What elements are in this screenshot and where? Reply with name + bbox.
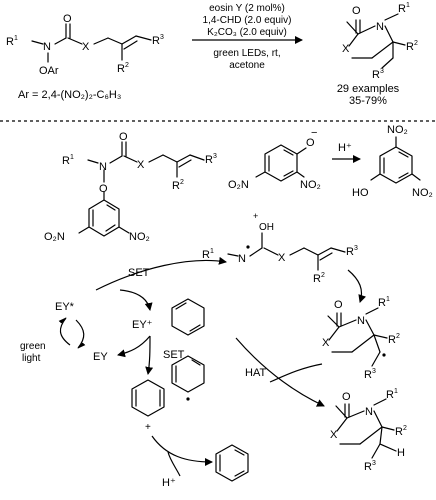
- svg-text:X: X: [137, 159, 145, 171]
- radical-cation-structure: + OH R1 N X R2 R3: [202, 211, 358, 285]
- hat-arrow: [235, 337, 325, 407]
- svg-text:N: N: [365, 406, 373, 418]
- svg-text:N: N: [99, 161, 107, 173]
- set-oxidation-arrow: [95, 256, 227, 311]
- benzene-structure: [215, 444, 249, 482]
- svg-text:HO: HO: [352, 187, 369, 199]
- reaction-conditions: eosin Y (2 mol%) 1,4-CHD (2.0 equiv) K₂C…: [203, 3, 292, 71]
- scope-count: 29 examples: [337, 83, 400, 95]
- photoexcitation-arrows: [58, 317, 86, 349]
- cyclohexadiene-structure: [171, 298, 205, 336]
- radical-dot: [246, 245, 250, 249]
- svg-text:1,4-CHD (2.0 equiv): 1,4-CHD (2.0 equiv): [203, 15, 292, 26]
- svg-text:NO₂: NO₂: [412, 187, 433, 199]
- cyclized-radical-structure: O N R1 X R2 R3: [322, 296, 400, 381]
- svg-text:eosin Y (2 mol%): eosin Y (2 mol%): [209, 3, 285, 14]
- reactant-structure: R1 N O OAr X R2 R3: [6, 13, 164, 77]
- svg-text:O₂N: O₂N: [228, 179, 249, 191]
- svg-text:+: +: [253, 211, 258, 221]
- svg-text:R1: R1: [6, 35, 18, 48]
- svg-text:N: N: [357, 315, 365, 327]
- svg-text:N: N: [376, 21, 384, 33]
- svg-text:X: X: [322, 337, 330, 349]
- svg-text:NO₂: NO₂: [387, 124, 408, 136]
- svg-text:green LEDs, rt,: green LEDs, rt,: [213, 48, 280, 59]
- phenoxide-structure: O − O₂N NO₂: [228, 127, 321, 191]
- svg-text:R1: R1: [62, 154, 74, 167]
- svg-text:R2: R2: [395, 425, 407, 438]
- svg-text:R3: R3: [364, 460, 376, 473]
- reactant-o: O: [63, 13, 72, 25]
- svg-text:R1: R1: [378, 296, 390, 309]
- svg-text:N: N: [238, 253, 246, 265]
- svg-text:X: X: [342, 43, 350, 55]
- svg-text:O: O: [334, 299, 343, 311]
- svg-text:R3: R3: [364, 368, 376, 381]
- hat-label: HAT: [245, 367, 266, 379]
- ar-definition: Ar = 2,4-(NO₂)₂-C₆H₃: [18, 89, 121, 101]
- proton-release-tail: [167, 451, 181, 477]
- ey-excited: EY*: [55, 301, 75, 313]
- svg-text:R3: R3: [372, 68, 384, 81]
- svg-text:acetone: acetone: [229, 60, 265, 71]
- green-light-label-1: green: [20, 341, 46, 352]
- set-upper-label: SET: [128, 267, 150, 279]
- svg-text:R1: R1: [398, 2, 410, 15]
- svg-text:R2: R2: [117, 62, 129, 75]
- svg-text:R1: R1: [202, 248, 214, 261]
- svg-text:R2: R2: [313, 272, 325, 285]
- final-product-structure: O N R1 X R2 H R3: [330, 388, 407, 473]
- substrate-structure: R1 N O O X R2 R3 O₂N NO₂: [44, 131, 217, 243]
- set-reduction-arrow: [117, 335, 154, 375]
- svg-text:+: +: [145, 422, 151, 433]
- reactant-x: X: [82, 41, 90, 53]
- cyclohexadienyl-cation: +: [131, 379, 165, 433]
- product-structure: O N R1 X R2 R3: [342, 2, 418, 81]
- green-light-label-2: light: [22, 353, 41, 364]
- reactant-n: N: [43, 41, 51, 53]
- deprotonation-arrow: [151, 435, 213, 466]
- svg-text:R2: R2: [172, 179, 184, 192]
- cyclohexadienyl-radical: [171, 355, 205, 401]
- svg-text:O: O: [352, 5, 361, 17]
- svg-text:NO₂: NO₂: [300, 179, 321, 191]
- proton-lower-label: H⁺: [162, 477, 176, 489]
- svg-text:R3: R3: [346, 245, 358, 258]
- svg-text:O: O: [306, 137, 315, 149]
- svg-text:R3: R3: [152, 34, 164, 47]
- svg-text:NO₂: NO₂: [129, 231, 150, 243]
- svg-text:R2: R2: [406, 40, 418, 53]
- svg-text:H: H: [397, 447, 405, 459]
- svg-text:O: O: [99, 183, 108, 195]
- ey-ground: EY: [93, 351, 108, 363]
- svg-text:R1: R1: [386, 388, 398, 401]
- yield-range: 35-79%: [349, 95, 387, 107]
- svg-text:X: X: [330, 429, 338, 441]
- cyclization-arrow: [347, 269, 367, 303]
- proton-label: H⁺: [338, 142, 352, 154]
- svg-text:R2: R2: [388, 333, 400, 346]
- ey-cation: EY⁺: [132, 319, 153, 331]
- svg-text:X: X: [278, 252, 286, 264]
- phenol-structure: NO₂ HO NO₂: [352, 124, 433, 199]
- set-lower-label: SET: [163, 349, 185, 361]
- svg-text:R3: R3: [205, 153, 217, 166]
- svg-text:O: O: [342, 391, 351, 403]
- svg-text:−: −: [311, 127, 317, 139]
- reactant-oar: OAr: [39, 65, 59, 77]
- svg-text:O: O: [119, 131, 128, 143]
- svg-text:OH: OH: [259, 222, 274, 233]
- svg-text:O₂N: O₂N: [44, 231, 65, 243]
- svg-text:K₂CO₃ (2.0 equiv): K₂CO₃ (2.0 equiv): [207, 27, 287, 38]
